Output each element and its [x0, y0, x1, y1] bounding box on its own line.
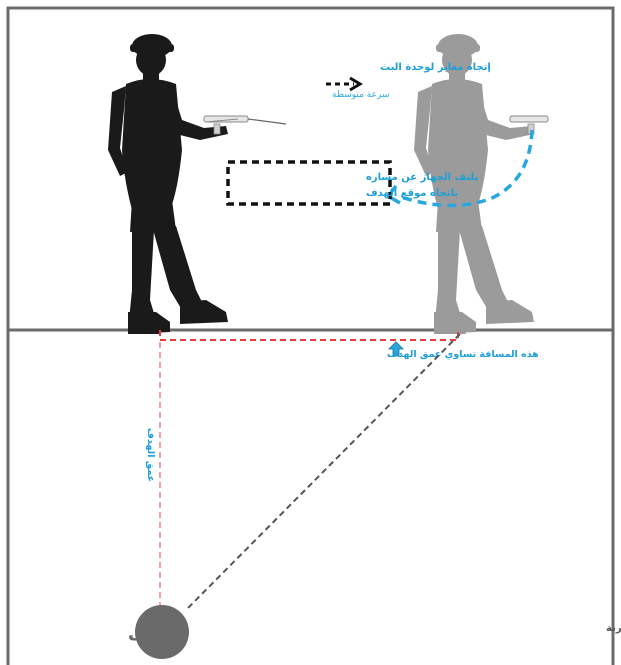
speed-label: سرعة متوسطة [332, 90, 390, 100]
rotation-note-line2: باتجاه موقع الهدف [366, 188, 458, 199]
operator-gray [414, 34, 534, 334]
diagram-frame [8, 8, 613, 665]
operator-dark [108, 34, 228, 334]
signal-diagonal-line [186, 334, 460, 610]
soil-label: التربة [606, 623, 621, 634]
direction-label: إتجاه مغاير لوحدة البث [380, 62, 491, 73]
distance-note-label: هذه المسافة تساوي عمق الهدف [387, 349, 539, 360]
detector-device-dark [204, 116, 286, 134]
depth-label: عمق الهدف [145, 428, 156, 482]
target-label: الهدف [128, 624, 184, 645]
rotation-note-line1: يلتف الجهاز عن مساره [366, 172, 479, 183]
direction-arrowhead-icon [350, 78, 360, 90]
